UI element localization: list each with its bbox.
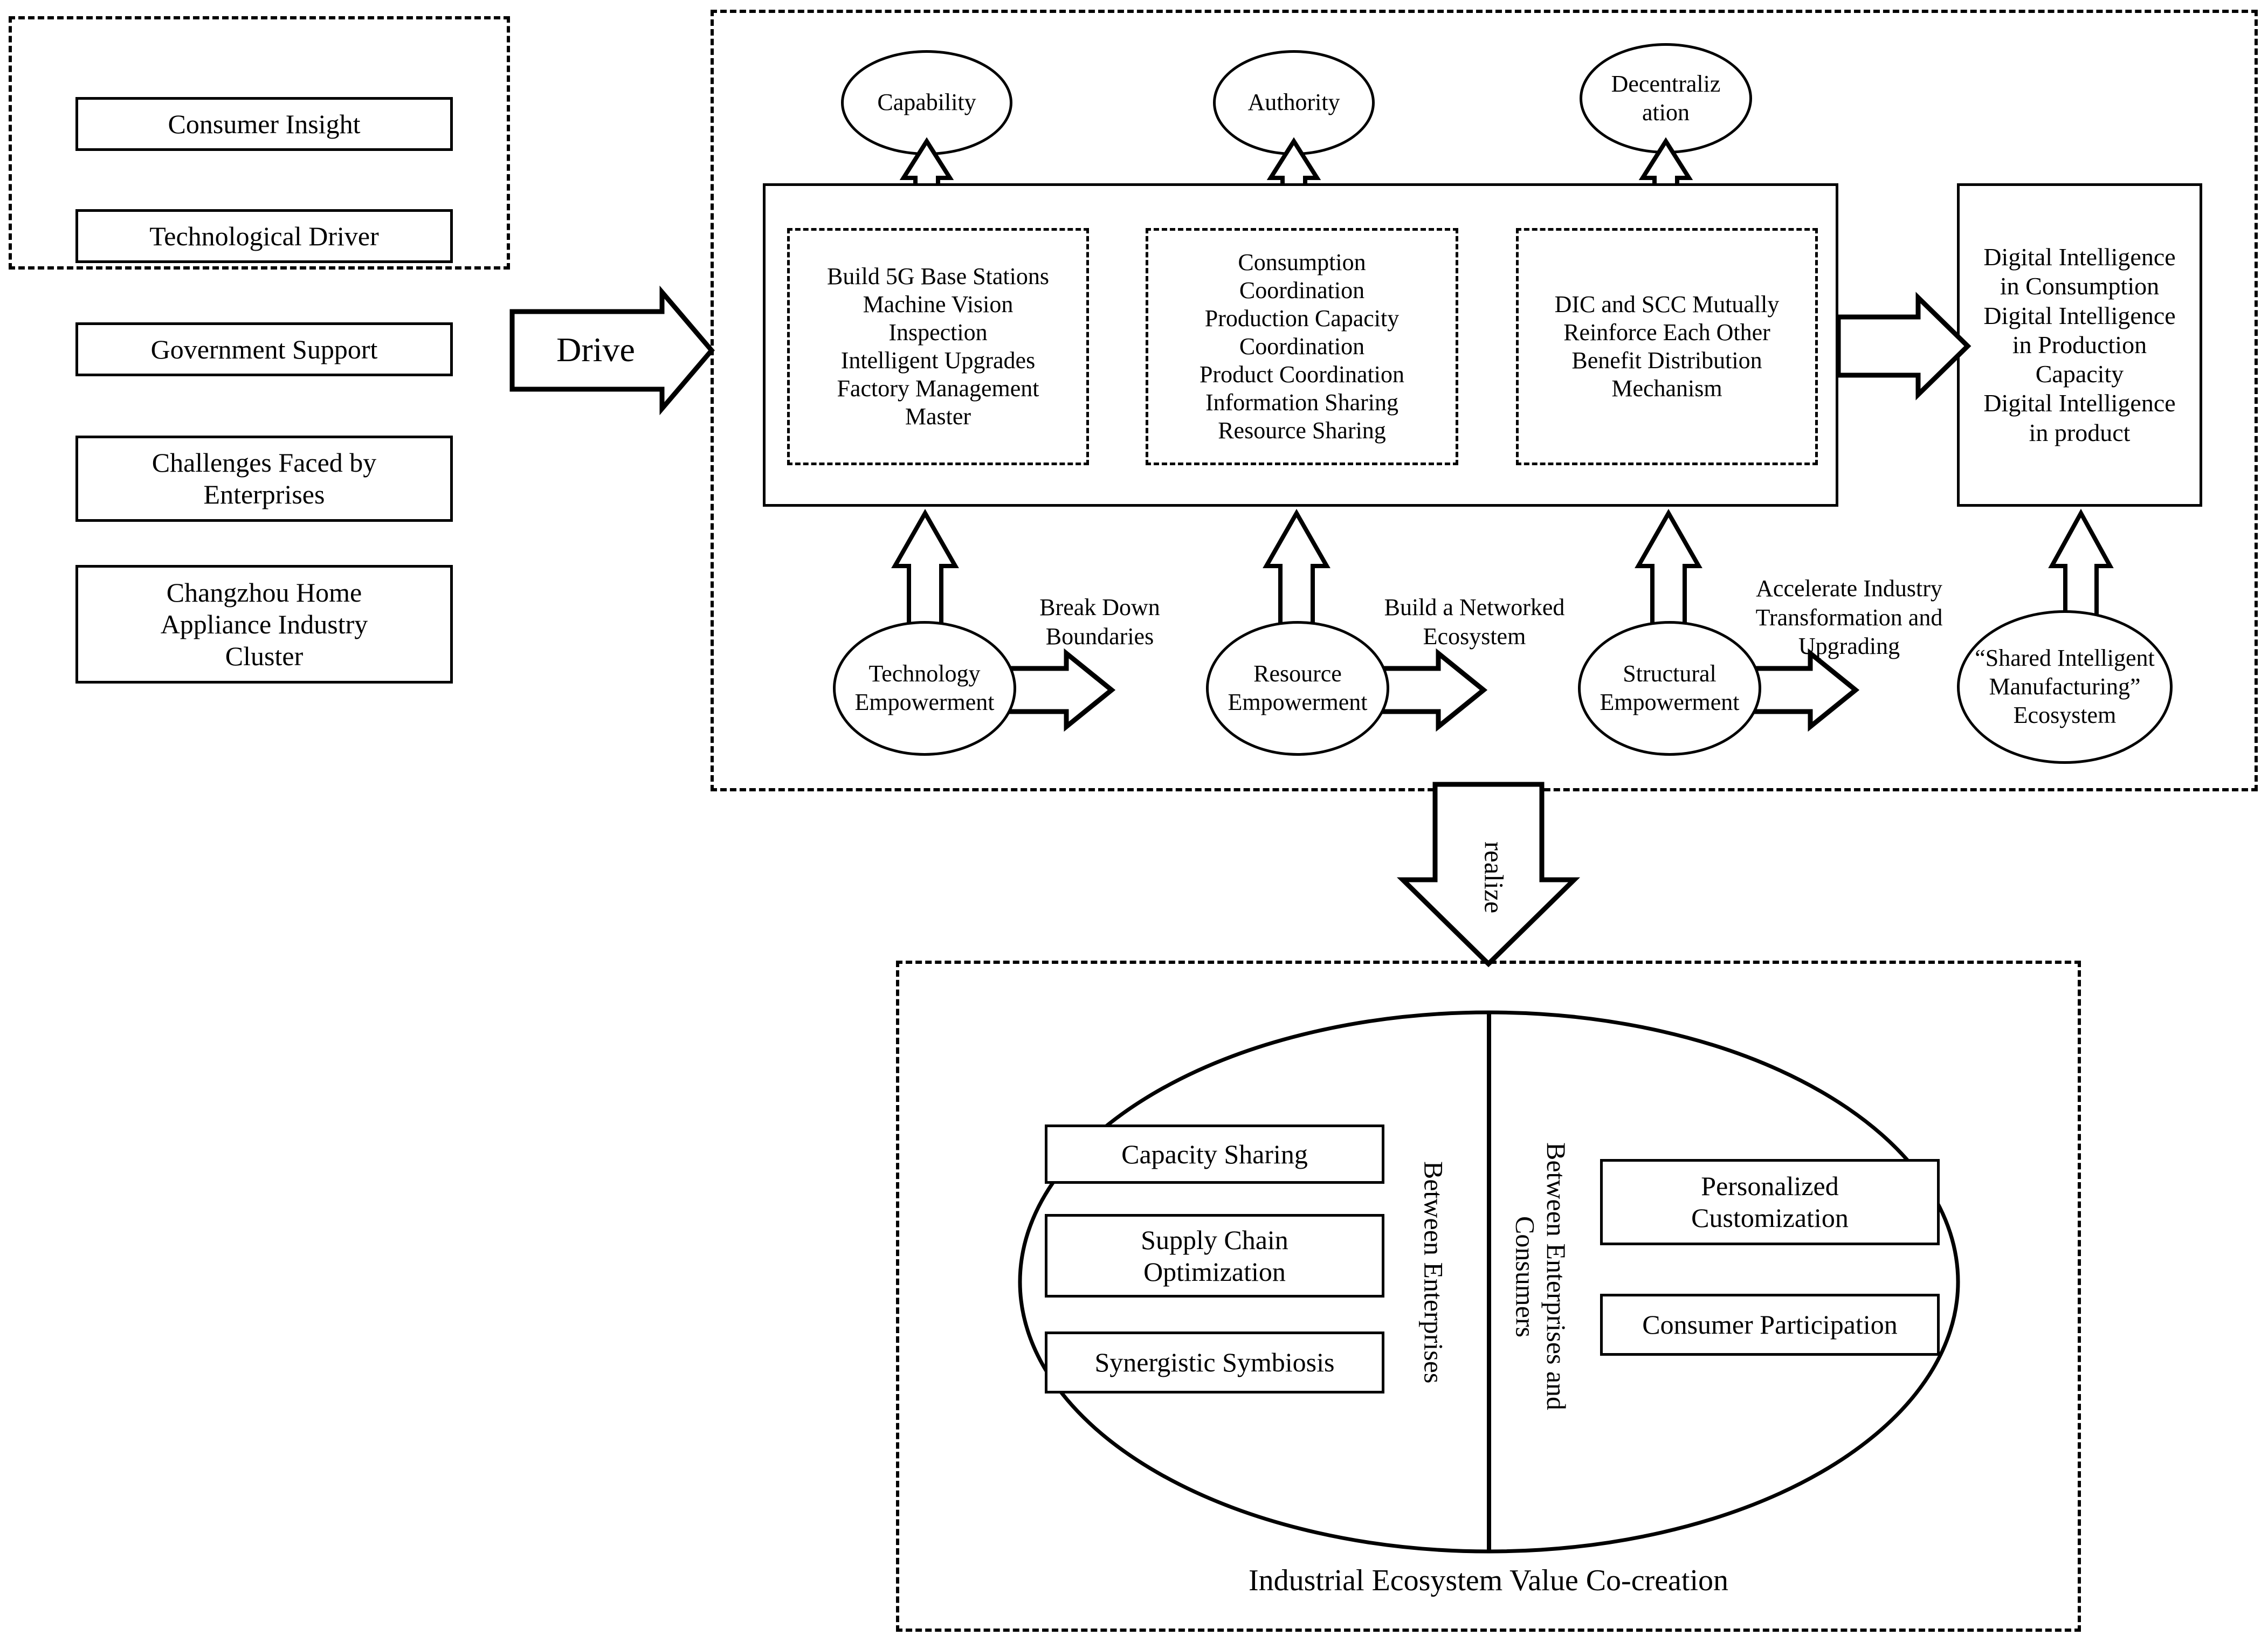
outcome-ellipse-capability[interactable]: Capability <box>841 50 1012 155</box>
cocreation-right-item-personalized-customization[interactable]: Personalized Customization <box>1600 1159 1940 1245</box>
cocreation-left-item-synergistic-symbiosis[interactable]: Synergistic Symbiosis <box>1045 1331 1384 1393</box>
empowerment-node-structural[interactable]: Structural Empowerment <box>1578 621 1761 756</box>
link-label-break-down-boundaries: Break Down Boundaries <box>1039 594 1160 650</box>
cocreation-left-item-supply-chain-optimization[interactable]: Supply Chain Optimization <box>1045 1214 1384 1298</box>
structural-panel-text: DIC and SCC Mutually Reinforce Each Othe… <box>1554 291 1780 402</box>
driver-item-government-support[interactable]: Government Support <box>75 322 453 376</box>
mechanism-panel-resource[interactable]: Consumption Coordination Production Capa… <box>1146 228 1458 465</box>
mechanism-panel-structural[interactable]: DIC and SCC Mutually Reinforce Each Othe… <box>1516 228 1818 465</box>
driver-item-technological-driver[interactable]: Technological Driver <box>75 209 453 263</box>
mechanism-panel-technology[interactable]: Build 5G Base Stations Machine Vision In… <box>787 228 1089 465</box>
cocreation-right-item-consumer-participation[interactable]: Consumer Participation <box>1600 1294 1940 1356</box>
link-label-build-a-networked-ecosystem: Build a Networked Ecosystem <box>1384 594 1565 650</box>
cocreation-left-axis-label: Between Enterprises <box>1418 1161 1449 1384</box>
realize-arrow-label: realize <box>1479 841 1509 914</box>
outcome-ellipse-authority[interactable]: Authority <box>1213 50 1375 155</box>
result-box[interactable]: Digital Intelligence in Consumption Digi… <box>1957 183 2202 507</box>
value-cocreation-panel <box>896 961 2081 1632</box>
empowerment-node-shared-intelligent-manufacturing-ecosystem[interactable]: “Shared Intelligent Manufacturing” Ecosy… <box>1957 610 2173 764</box>
resource-panel-text: Consumption Coordination Production Capa… <box>1199 249 1405 444</box>
cocreation-caption: Industrial Ecosystem Value Co-creation <box>1248 1564 1729 1597</box>
cocreation-left-item-capacity-sharing[interactable]: Capacity Sharing <box>1045 1124 1384 1184</box>
empowerment-node-resource[interactable]: Resource Empowerment <box>1206 621 1389 756</box>
drive-arrow-label: Drive <box>556 330 635 369</box>
driver-item-challenges-faced-by-enterprises[interactable]: Challenges Faced by Enterprises <box>75 436 453 522</box>
cocreation-right-axis-label: Between Enterprises and Consumers <box>1510 1142 1572 1411</box>
mechanism-box <box>763 183 1838 507</box>
drivers-panel <box>9 16 510 270</box>
empowerment-node-technology[interactable]: Technology Empowerment <box>833 621 1016 756</box>
driver-item-consumer-insight[interactable]: Consumer Insight <box>75 97 453 151</box>
technology-panel-text: Build 5G Base Stations Machine Vision In… <box>827 263 1049 430</box>
outcome-ellipse-decentralization[interactable]: Decentraliz ation <box>1580 43 1752 154</box>
driver-item-changzhou-home-appliance-industry-cluster[interactable]: Changzhou Home Appliance Industry Cluste… <box>75 565 453 684</box>
link-label-accelerate-industry-transformation-upgrading: Accelerate Industry Transformation and U… <box>1755 575 1943 660</box>
result-box-text: Digital Intelligence in Consumption Digi… <box>1983 243 2176 446</box>
